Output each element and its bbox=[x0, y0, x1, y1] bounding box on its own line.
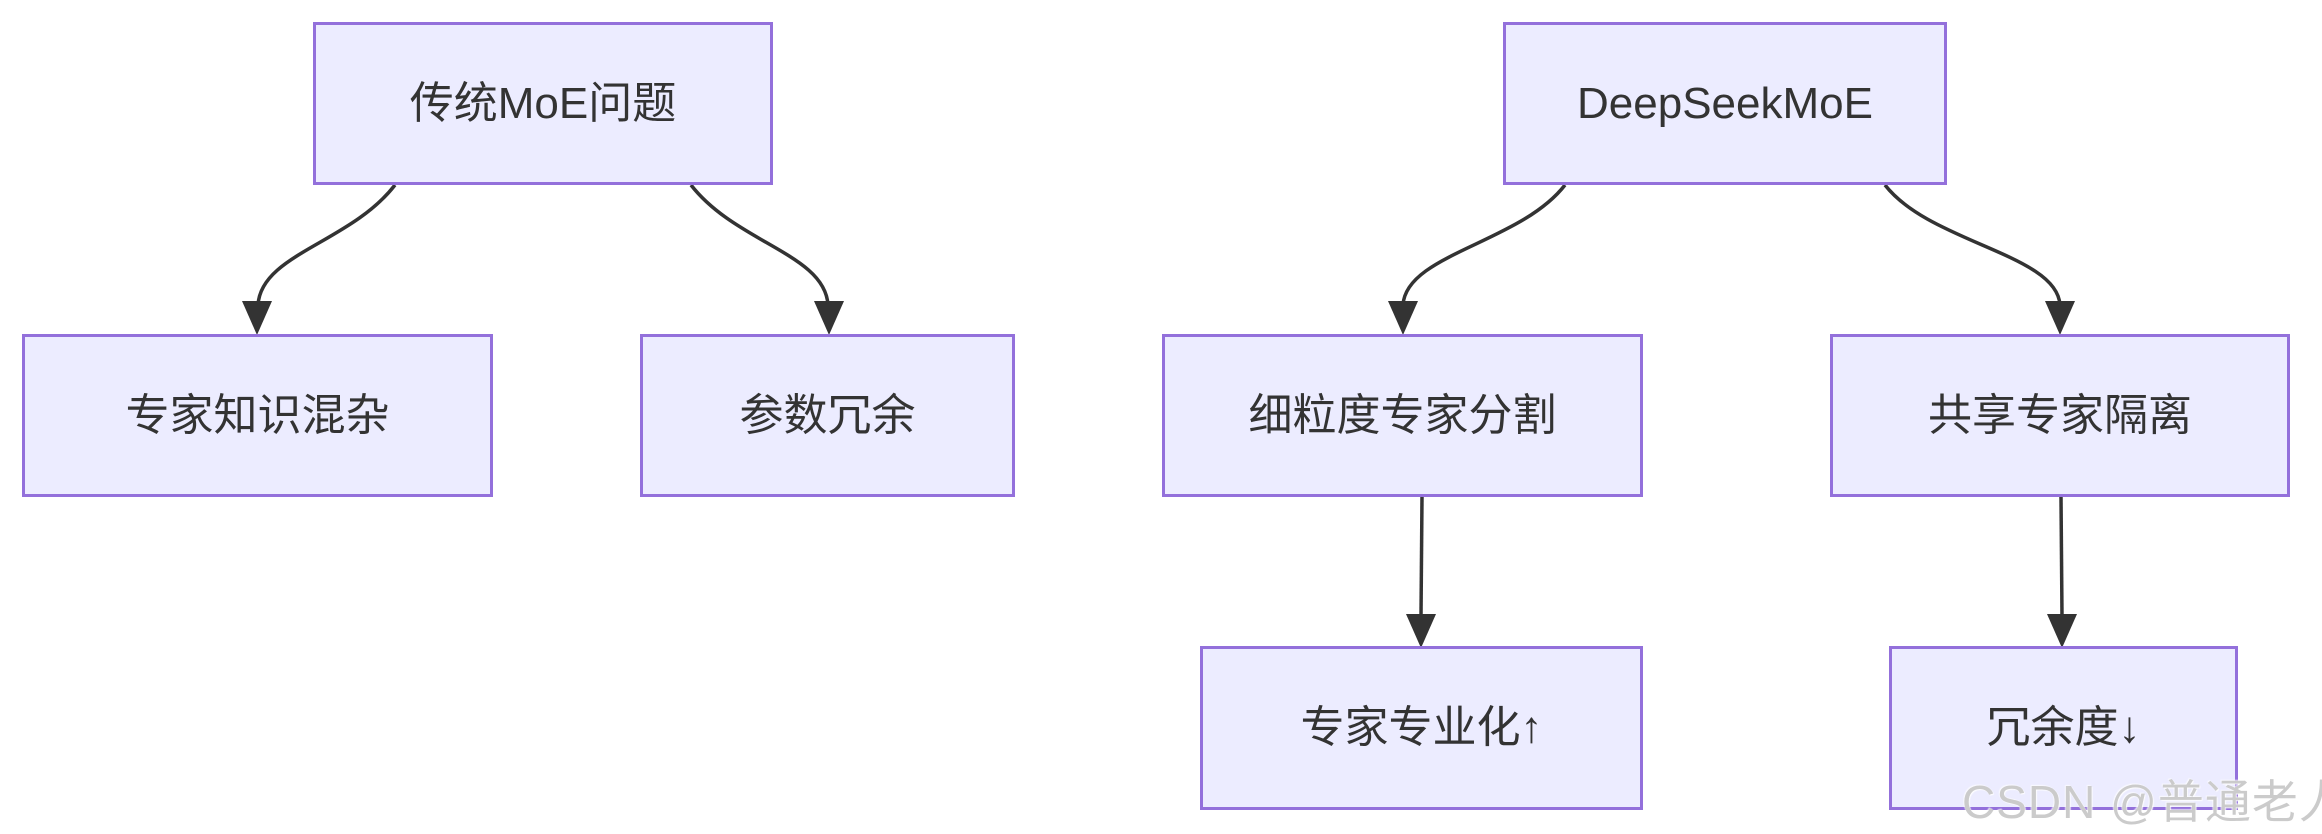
arrowhead-traditional-to-mixing bbox=[242, 301, 272, 335]
edge-deepseek-to-shared-isolation bbox=[1883, 183, 2062, 306]
node-expert-knowledge-mixing-label: 专家知识混杂 bbox=[125, 390, 390, 440]
arrowhead-shared-isolation-to-redundancy-down bbox=[2047, 614, 2077, 648]
edge-shared-isolation-to-redundancy-down bbox=[2059, 496, 2064, 617]
edge-fine-grained-to-specialization bbox=[1419, 496, 1424, 617]
node-parameter-redundancy: 参数冗余 bbox=[640, 334, 1015, 497]
node-redundancy-down: 冗余度↓ bbox=[1889, 646, 2238, 810]
node-shared-expert-isolation-label: 共享专家隔离 bbox=[1928, 390, 2192, 440]
arrowhead-traditional-to-redundant-params bbox=[814, 301, 844, 335]
edge-deepseek-to-fine-grained bbox=[1401, 183, 1567, 306]
node-redundancy-down-label: 冗余度↓ bbox=[1986, 703, 2141, 752]
edge-traditional-to-redundant-params bbox=[689, 183, 830, 306]
csdn-watermark: CSDN @普通老人 bbox=[1962, 776, 2322, 828]
node-fine-grained-expert-segmentation: 细粒度专家分割 bbox=[1162, 334, 1643, 497]
edge-traditional-to-mixing bbox=[256, 183, 397, 306]
node-parameter-redundancy-label: 参数冗余 bbox=[739, 390, 916, 440]
node-expert-specialization-up-label: 专家专业化↑ bbox=[1300, 703, 1543, 752]
node-fine-grained-expert-segmentation-label: 细粒度专家分割 bbox=[1248, 390, 1557, 440]
node-expert-knowledge-mixing: 专家知识混杂 bbox=[22, 334, 493, 497]
node-deepseekmoe-label: DeepSeekMoE bbox=[1577, 78, 1873, 128]
node-deepseekmoe: DeepSeekMoE bbox=[1503, 22, 1947, 185]
node-shared-expert-isolation: 共享专家隔离 bbox=[1830, 334, 2290, 497]
arrowhead-deepseek-to-fine-grained bbox=[1388, 301, 1418, 335]
node-traditional-moe-problems: 传统MoE问题 bbox=[313, 22, 773, 185]
node-expert-specialization-up: 专家专业化↑ bbox=[1200, 646, 1643, 810]
arrowhead-fine-grained-to-specialization bbox=[1406, 614, 1436, 648]
node-traditional-moe-problems-label: 传统MoE问题 bbox=[409, 78, 677, 128]
arrowhead-deepseek-to-shared-isolation bbox=[2045, 301, 2075, 335]
